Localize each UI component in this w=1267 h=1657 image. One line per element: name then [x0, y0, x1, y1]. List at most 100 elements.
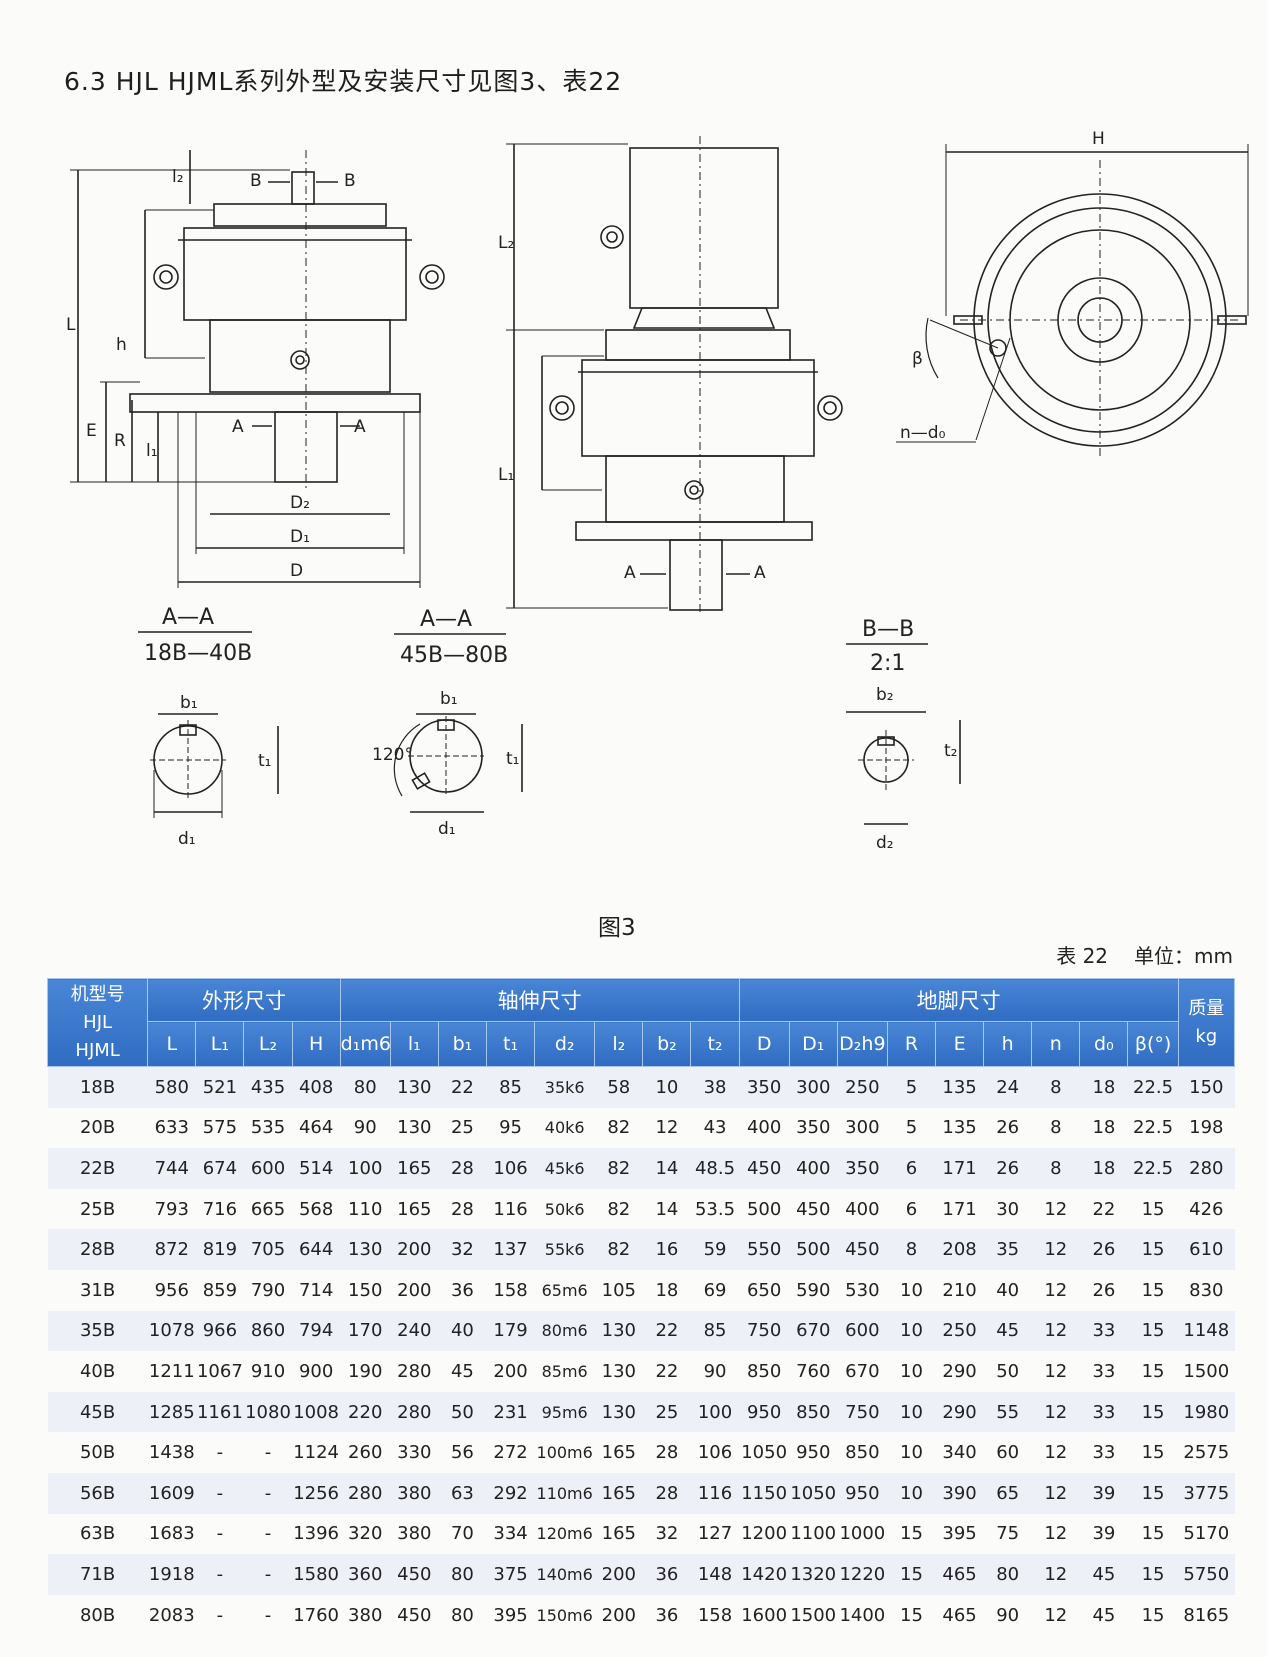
table-cell: 535 [243, 1107, 293, 1149]
table-cell: 1500 [1178, 1351, 1235, 1392]
column-header: d₂ [534, 1021, 596, 1067]
table-cell: 350 [739, 1066, 790, 1108]
table-cell: 110m6 [534, 1472, 595, 1514]
table-cell: 910 [243, 1351, 293, 1392]
table-cell: 1420 [739, 1554, 790, 1595]
table-cell: 1683 [147, 1513, 196, 1555]
table-cell: 872 [147, 1229, 196, 1270]
table-cell: 28 [642, 1472, 691, 1514]
table-cell: 292 [486, 1472, 535, 1514]
table-cell: 50k6 [534, 1188, 595, 1230]
table-cell: 80 [983, 1554, 1032, 1595]
table-number: 表 22 [1056, 944, 1109, 968]
table-cell: 10 [887, 1351, 936, 1392]
table-cell: 1220 [837, 1554, 888, 1595]
table-cell: 39 [1079, 1472, 1128, 1514]
column-header: D₂h9 [836, 1021, 888, 1067]
table-cell: 950 [789, 1432, 838, 1473]
column-header: l₂ [594, 1021, 644, 1067]
table-cell: 32 [438, 1229, 487, 1270]
table-cell: 1161 [195, 1391, 244, 1433]
table-cell: 150 [340, 1269, 391, 1311]
table-cell: 80m6 [534, 1310, 595, 1352]
table-cell: 59 [690, 1229, 740, 1270]
table-cell: - [195, 1554, 244, 1595]
table-cell: 12 [1031, 1554, 1080, 1595]
table-cell: 395 [486, 1594, 535, 1636]
label-d1-small: d₁ [178, 829, 196, 849]
table-cell: 22 [1079, 1188, 1128, 1230]
table-cell: 1600 [739, 1594, 790, 1636]
table-cell: 12 [1031, 1229, 1080, 1270]
table-cell: 500 [739, 1188, 790, 1230]
column-header: D [738, 1021, 790, 1067]
table-cell: 1008 [292, 1391, 341, 1433]
label-n-d0: n—d₀ [900, 423, 946, 443]
table-cell: 1400 [837, 1594, 888, 1636]
dimension-drawings: L l₂ h E R l₁ B B A A D₂ D₁ D L₂ L₁ A A … [66, 129, 1249, 853]
label-D2: D₂ [290, 493, 310, 513]
table-cell: 5170 [1178, 1513, 1235, 1555]
table-cell: 580 [147, 1066, 196, 1108]
table-cell: 400 [789, 1148, 838, 1189]
table-cell: 300 [789, 1066, 838, 1108]
table-cell: 450 [390, 1554, 439, 1595]
label-d1-large: d₁ [438, 819, 456, 839]
table-cell: 1078 [147, 1310, 196, 1352]
column-header: t₂ [690, 1021, 740, 1067]
model-cell: 35B [47, 1310, 148, 1352]
table-cell: 36 [642, 1554, 691, 1595]
table-cell: - [195, 1594, 244, 1636]
table-cell: 334 [486, 1513, 535, 1555]
table-cell: 140m6 [534, 1554, 595, 1595]
label-A-left: A [232, 417, 244, 437]
table-cell: 15 [1127, 1594, 1179, 1636]
table-cell: 674 [195, 1148, 244, 1189]
table-cell: 465 [935, 1594, 984, 1636]
section-aa2-range: 45B—80B [400, 643, 508, 668]
model-cell: 80B [47, 1594, 148, 1636]
table-cell: 35k6 [534, 1066, 595, 1108]
table-cell: 165 [594, 1513, 643, 1555]
table-cell: 58 [594, 1066, 643, 1108]
table-cell: 1580 [292, 1554, 341, 1595]
table-cell: 179 [486, 1310, 535, 1352]
table-cell: 15 [887, 1554, 936, 1595]
table-cell: 137 [486, 1229, 535, 1270]
table-cell: 22 [438, 1066, 487, 1108]
table-cell: 26 [983, 1107, 1032, 1149]
table-cell: 320 [340, 1513, 391, 1555]
table-cell: 15 [1127, 1188, 1179, 1230]
model-cell: 56B [47, 1472, 148, 1514]
label-R: R [114, 431, 126, 451]
table-cell: 670 [789, 1310, 838, 1352]
table-cell: 220 [340, 1391, 391, 1433]
model-cell: 63B [47, 1513, 148, 1555]
table-cell: 82 [594, 1148, 643, 1189]
table-cell: 12 [1031, 1188, 1080, 1230]
table-cell: 464 [292, 1107, 341, 1149]
top-view [896, 144, 1249, 460]
table-cell: 610 [1178, 1229, 1235, 1270]
label-b1-large: b₁ [440, 689, 458, 709]
table-cell: 105 [594, 1269, 643, 1311]
table-cell: 36 [438, 1269, 487, 1311]
label-E: E [86, 421, 97, 441]
table-cell: 33 [1079, 1351, 1128, 1392]
table-cell: 750 [837, 1391, 888, 1433]
table-cell: 45 [438, 1351, 487, 1392]
table-cell: 170 [340, 1310, 391, 1352]
table-cell: 200 [594, 1594, 643, 1636]
table-cell: 5 [887, 1066, 936, 1108]
table-cell: 39 [1079, 1513, 1128, 1555]
table-cell: 1918 [147, 1554, 196, 1595]
table-cell: 208 [935, 1229, 984, 1270]
table-cell: 18 [1079, 1148, 1128, 1189]
table-cell: 15 [1127, 1269, 1179, 1311]
table-cell: 165 [390, 1148, 439, 1189]
